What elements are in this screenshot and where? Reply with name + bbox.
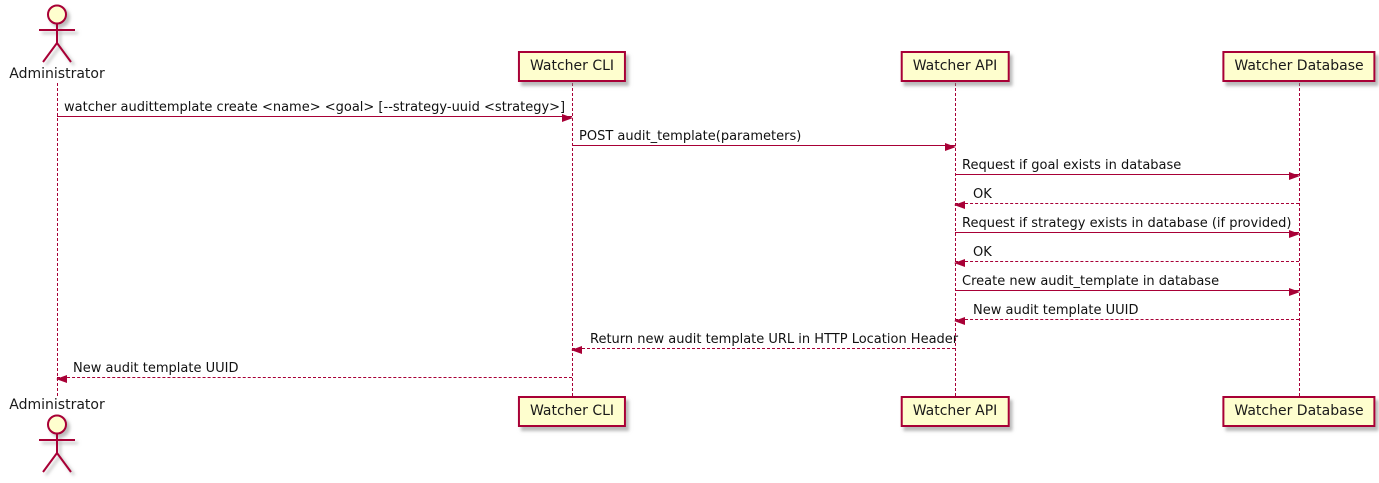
- message-line: [57, 377, 572, 378]
- message-label: POST audit_template(parameters): [579, 129, 802, 144]
- participant-box-watcher-api-bottom: Watcher API: [900, 396, 1010, 427]
- participant-box-watcher-database-top: Watcher Database: [1222, 51, 1376, 82]
- message-create-in-database: Create new audit_template in database: [955, 273, 1300, 296]
- arrowhead-icon: [954, 201, 965, 209]
- lifeline-watcher-api: [955, 83, 956, 396]
- message-request-strategy-exists: Request if strategy exists in database (…: [955, 215, 1300, 238]
- message-ok-goal: OK: [954, 186, 1299, 209]
- arrowhead-icon: [56, 375, 67, 383]
- participant-box-watcher-cli-bottom: Watcher CLI: [517, 396, 627, 427]
- actor-figure-icon: [31, 414, 83, 476]
- lifeline-watcher-database: [1299, 83, 1300, 396]
- message-new-uuid-from-db: New audit template UUID: [954, 302, 1299, 325]
- message-line: [572, 145, 955, 146]
- arrowhead-icon: [954, 259, 965, 267]
- arrowhead-icon: [954, 317, 965, 325]
- message-label: watcher audittemplate create <name> <goa…: [64, 100, 566, 115]
- message-post-audit-template: POST audit_template(parameters): [572, 128, 956, 151]
- message-line: [955, 203, 1299, 204]
- message-line: [955, 174, 1299, 175]
- arrowhead-icon: [562, 114, 573, 122]
- actor-label-top: Administrator: [9, 66, 105, 82]
- message-create-audittemplate: watcher audittemplate create <name> <goa…: [57, 99, 573, 122]
- message-label: Request if goal exists in database: [962, 158, 1182, 173]
- message-label: New audit template UUID: [73, 361, 239, 376]
- arrowhead-icon: [1289, 230, 1300, 238]
- participant-box-watcher-api-top: Watcher API: [900, 51, 1010, 82]
- message-line: [572, 348, 955, 349]
- message-label: Create new audit_template in database: [962, 274, 1220, 289]
- message-new-uuid-to-admin: New audit template UUID: [56, 360, 572, 383]
- message-request-goal-exists: Request if goal exists in database: [955, 157, 1300, 180]
- message-label: Return new audit template URL in HTTP Lo…: [590, 332, 959, 347]
- message-ok-strategy: OK: [954, 244, 1299, 267]
- lifeline-administrator: [57, 83, 58, 396]
- message-label: Request if strategy exists in database (…: [962, 216, 1292, 231]
- arrowhead-icon: [1289, 172, 1300, 180]
- message-label: New audit template UUID: [973, 303, 1139, 318]
- arrowhead-icon: [1289, 288, 1300, 296]
- participant-box-watcher-cli-top: Watcher CLI: [517, 51, 627, 82]
- actor-figure-icon: [31, 4, 83, 66]
- message-label: OK: [973, 187, 992, 202]
- message-return-location-header: Return new audit template URL in HTTP Lo…: [571, 331, 959, 354]
- message-line: [955, 232, 1299, 233]
- message-line: [955, 261, 1299, 262]
- arrowhead-icon: [571, 346, 582, 354]
- arrowhead-icon: [945, 143, 956, 151]
- actor-label-bottom: Administrator: [9, 397, 105, 413]
- message-line: [955, 319, 1299, 320]
- message-line: [955, 290, 1299, 291]
- participant-box-watcher-database-bottom: Watcher Database: [1222, 396, 1376, 427]
- message-line: [57, 116, 572, 117]
- message-label: OK: [973, 245, 992, 260]
- lifeline-watcher-cli: [572, 83, 573, 396]
